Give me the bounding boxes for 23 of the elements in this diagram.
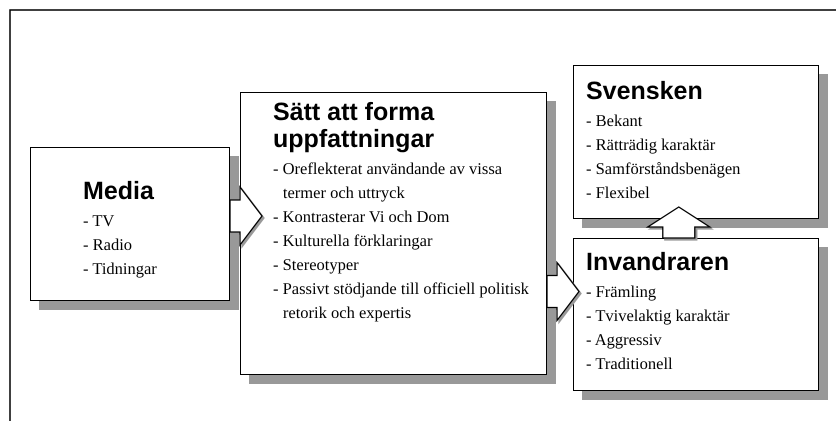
list-item: - Rätträdig karaktär [586,134,716,156]
box-heading: Sätt att forma uppfattningar [273,99,436,153]
block-arrow [229,185,263,247]
list-item: - Aggressiv [586,329,663,351]
block-arrow [546,260,580,322]
block-arrow [646,206,712,239]
list-item: - Tidningar [83,258,158,280]
list-item: - Radio [83,234,134,256]
list-item: - Traditionell [586,353,674,375]
list-item: - Stereotyper [273,254,360,276]
list-item: - Tvivelaktig karaktär [586,305,731,327]
list-item: - Passivt stödjande till officiell politisk retorik och expertis [273,278,530,324]
list-item: - Kulturella förklaringar [273,230,434,252]
box-heading: Media [83,178,155,205]
list-item: - Kontrasterar Vi och Dom [273,206,450,228]
list-item: - Främling [586,281,658,303]
list-item: - Flexibel [586,182,651,204]
list-item: - Samförståndsbenägen [586,158,742,180]
box-heading: Svensken [586,78,704,105]
box-heading: Invandraren [586,249,730,276]
list-item: - Oreflekterat användande av vissa termer och uttryck [273,158,504,204]
list-item: - Bekant [586,110,644,132]
list-item: - TV [83,210,116,232]
